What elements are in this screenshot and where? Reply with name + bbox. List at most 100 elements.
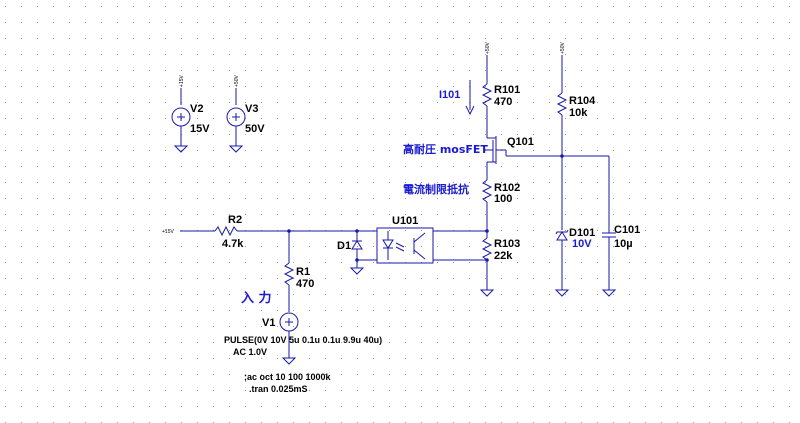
grid-dot — [133, 166, 134, 167]
grid-dot — [469, 326, 470, 327]
grid-dot — [373, 214, 374, 215]
grid-dot — [21, 230, 22, 231]
grid-dot — [501, 390, 502, 391]
grid-dot — [373, 278, 374, 279]
grid-dot — [773, 310, 774, 311]
grid-dot — [437, 102, 438, 103]
grid-dot — [341, 358, 342, 359]
grid-dot — [101, 358, 102, 359]
grid-dot — [629, 310, 630, 311]
v1-pulse-directive: PULSE(0V 10V 5u 0.1u 0.1u 9.9u 40u) — [224, 335, 382, 345]
grid-dot — [165, 198, 166, 199]
grid-dot — [21, 326, 22, 327]
voltage-source-v3[interactable] — [226, 88, 246, 153]
grid-dot — [277, 54, 278, 55]
grid-dot — [757, 102, 758, 103]
grid-dot — [325, 102, 326, 103]
grid-dot — [181, 390, 182, 391]
grid-dot — [629, 246, 630, 247]
input-branch[interactable] — [180, 225, 365, 365]
grid-dot — [485, 278, 486, 279]
grid-dot — [533, 198, 534, 199]
grid-dot — [549, 6, 550, 7]
grid-dot — [245, 6, 246, 7]
grid-dot — [533, 390, 534, 391]
grid-dot — [405, 70, 406, 71]
grid-dot — [693, 246, 694, 247]
grid-dot — [181, 406, 182, 407]
grid-dot — [789, 294, 790, 295]
grid-dot — [629, 406, 630, 407]
grid-dot — [21, 294, 22, 295]
grid-dot — [21, 390, 22, 391]
grid-dot — [421, 342, 422, 343]
grid-dot — [773, 326, 774, 327]
grid-dot — [709, 86, 710, 87]
grid-dot — [421, 166, 422, 167]
grid-dot — [5, 390, 6, 391]
grid-dot — [293, 54, 294, 55]
drain-branch[interactable] — [479, 55, 609, 297]
grid-dot — [21, 118, 22, 119]
grid-dot — [789, 198, 790, 199]
grid-dot — [373, 70, 374, 71]
grid-dot — [725, 118, 726, 119]
grid-dot — [277, 86, 278, 87]
voltage-source-v2[interactable] — [171, 88, 191, 153]
grid-dot — [757, 374, 758, 375]
grid-dot — [293, 374, 294, 375]
grid-dot — [437, 246, 438, 247]
grid-dot — [453, 150, 454, 151]
grid-dot — [581, 150, 582, 151]
grid-dot — [261, 134, 262, 135]
grid-dot — [229, 22, 230, 23]
grid-dot — [261, 38, 262, 39]
grid-dot — [693, 134, 694, 135]
grid-dot — [117, 406, 118, 407]
grid-dot — [277, 166, 278, 167]
grid-dot — [389, 374, 390, 375]
v2-value: 15V — [190, 123, 210, 135]
grid-dot — [277, 6, 278, 7]
grid-dot — [485, 246, 486, 247]
grid-dot — [5, 38, 6, 39]
grid-dot — [661, 262, 662, 263]
grid-dot — [373, 102, 374, 103]
grid-dot — [533, 278, 534, 279]
grid-dot — [213, 86, 214, 87]
grid-dot — [85, 374, 86, 375]
grid-dot — [357, 6, 358, 7]
grid-dot — [69, 214, 70, 215]
grid-dot — [325, 198, 326, 199]
grid-dot — [453, 38, 454, 39]
grid-dot — [373, 358, 374, 359]
grid-dot — [213, 342, 214, 343]
grid-dot — [517, 374, 518, 375]
optocoupler-u101[interactable] — [357, 227, 487, 264]
zener-branch[interactable] — [554, 55, 617, 297]
grid-dot — [453, 102, 454, 103]
grid-dot — [741, 294, 742, 295]
grid-dot — [741, 262, 742, 263]
grid-dot — [597, 278, 598, 279]
grid-dot — [325, 278, 326, 279]
grid-dot — [645, 86, 646, 87]
grid-dot — [85, 326, 86, 327]
grid-dot — [149, 102, 150, 103]
grid-dot — [517, 198, 518, 199]
grid-dot — [661, 86, 662, 87]
grid-dot — [85, 38, 86, 39]
grid-dot — [677, 390, 678, 391]
grid-dot — [581, 262, 582, 263]
grid-dot — [517, 134, 518, 135]
grid-dot — [117, 166, 118, 167]
grid-dot — [437, 342, 438, 343]
grid-dot — [85, 118, 86, 119]
grid-dot — [453, 278, 454, 279]
grid-dot — [117, 246, 118, 247]
grid-dot — [117, 86, 118, 87]
grid-dot — [53, 166, 54, 167]
grid-dot — [501, 86, 502, 87]
grid-dot — [165, 390, 166, 391]
